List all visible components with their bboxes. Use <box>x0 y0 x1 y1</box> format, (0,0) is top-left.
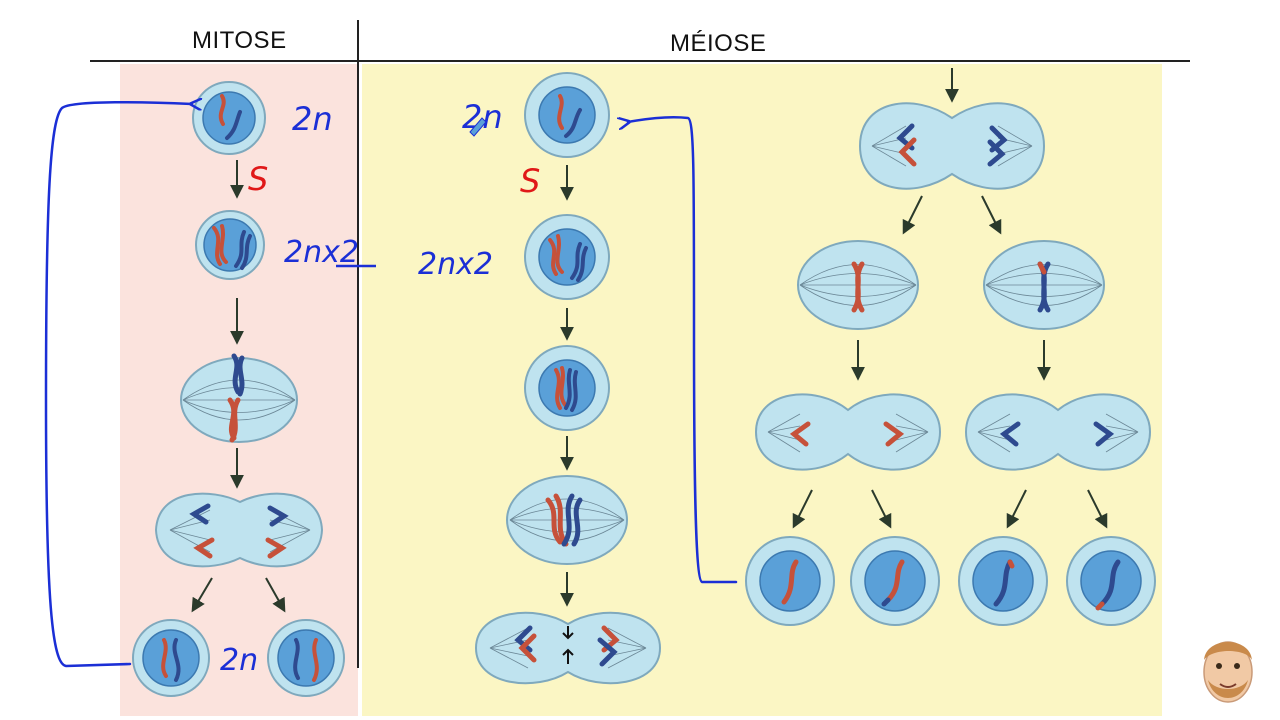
mitosis-cell-replicated <box>195 210 265 280</box>
mitosis-daughter-cell-right <box>267 619 345 697</box>
meiosis-gamete-1 <box>745 536 835 626</box>
meiosis-cell-telophase-ii-left <box>754 393 942 471</box>
mitose-s-label: S <box>248 160 268 198</box>
meiose-s-label: S <box>520 162 540 200</box>
meiose-2n-label: 2n <box>462 98 503 136</box>
presenter-avatar <box>1203 641 1253 703</box>
arrow <box>871 489 892 529</box>
meiosis-gamete-3 <box>958 536 1048 626</box>
meiosis-cell-metaphase-ii-right <box>983 240 1105 330</box>
meiosis-cell-prophase <box>524 345 610 431</box>
mitosis-cycle-loop <box>44 102 192 668</box>
meiosis-cell-metaphase-ii-left <box>797 240 919 330</box>
meiosis-cell-anaphase-i <box>474 611 662 685</box>
mitosis-daughter-cell-left <box>132 619 210 697</box>
mitosis-cell-interphase <box>192 81 266 155</box>
meiosis-cycle-loop <box>628 115 738 584</box>
arrow <box>902 195 923 235</box>
mitosis-header: MITOSE <box>192 27 287 54</box>
meiose-2nx2-label: 2nx2 <box>418 247 493 282</box>
meiosis-cell-metaphase-i <box>506 475 628 565</box>
mitose-2nx2-label: 2nx2 <box>284 235 359 270</box>
pen-cursor-icon <box>469 117 487 137</box>
meiosis-cell-interphase <box>524 72 610 158</box>
meiosis-cell-telophase-ii-right <box>964 393 1152 471</box>
arrow <box>1087 489 1108 529</box>
arrow <box>792 489 813 529</box>
meiosis-gamete-4 <box>1066 536 1156 626</box>
arrow <box>981 195 1002 235</box>
arrow <box>1006 489 1027 529</box>
mitosis-cell-metaphase <box>180 353 298 443</box>
meiosis-header: MÉIOSE <box>670 30 767 57</box>
meiosis-cell-telophase-i <box>858 102 1046 190</box>
arrow <box>191 577 213 613</box>
arrow <box>265 577 286 613</box>
meiosis-cell-replicated <box>524 214 610 300</box>
mitose-2n-bottom-label: 2n <box>220 643 258 678</box>
meiosis-gamete-2 <box>850 536 940 626</box>
mitose-2n-top-label: 2n <box>292 100 333 138</box>
mitosis-cell-telophase <box>154 492 324 568</box>
